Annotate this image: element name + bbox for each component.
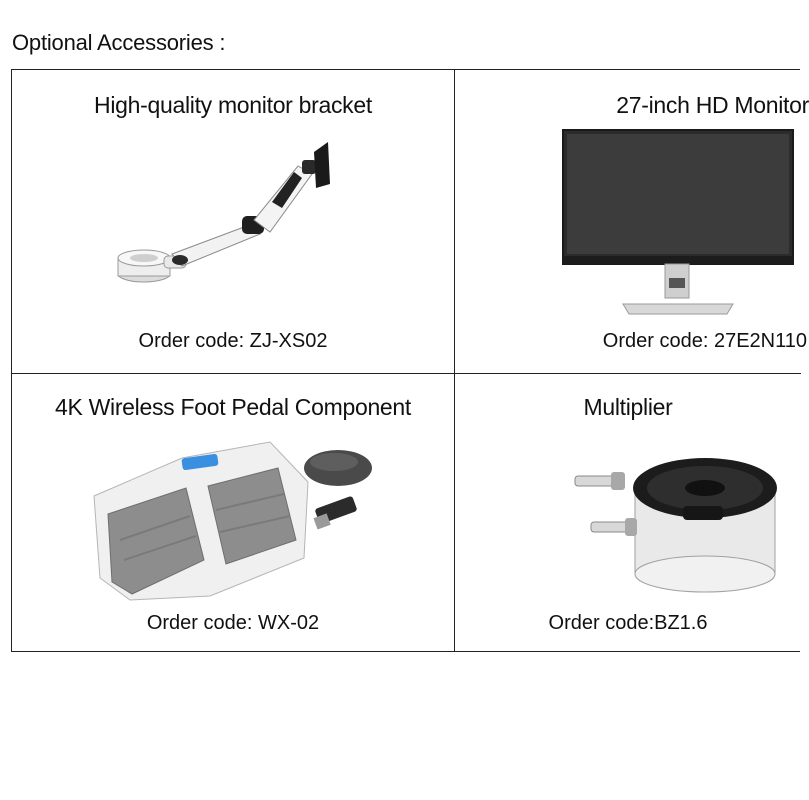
monitor-bracket-image	[117, 142, 330, 283]
accessory-cell-multiplier: Multiplier Order code:BZ1.6	[455, 374, 801, 651]
section-title: Optional Accessories :	[12, 30, 226, 55]
accessory-cell-monitor: 27-inch HD Monitor Order code: 27E2N110	[455, 70, 809, 374]
accessory-title: Multiplier	[583, 394, 673, 420]
accessory-title: High-quality monitor bracket	[94, 92, 372, 118]
foot-pedal-image	[93, 441, 372, 601]
multiplier-image	[574, 458, 777, 593]
accessory-cell-foot-pedal: 4K Wireless Foot Pedal Component	[12, 374, 455, 651]
order-code: Order code:BZ1.6	[548, 612, 708, 634]
order-code: Order code: 27E2N110	[602, 330, 807, 352]
order-code: Order code: ZJ-XS02	[138, 330, 328, 352]
accessories-table: High-quality monitor bracket	[11, 69, 809, 652]
accessory-title: 4K Wireless Foot Pedal Component	[54, 394, 412, 420]
accessory-cell-bracket: High-quality monitor bracket	[12, 70, 455, 374]
monitor-image	[562, 129, 794, 315]
order-code: Order code: WX-02	[146, 612, 320, 634]
accessory-title: 27-inch HD Monitor	[616, 92, 809, 118]
